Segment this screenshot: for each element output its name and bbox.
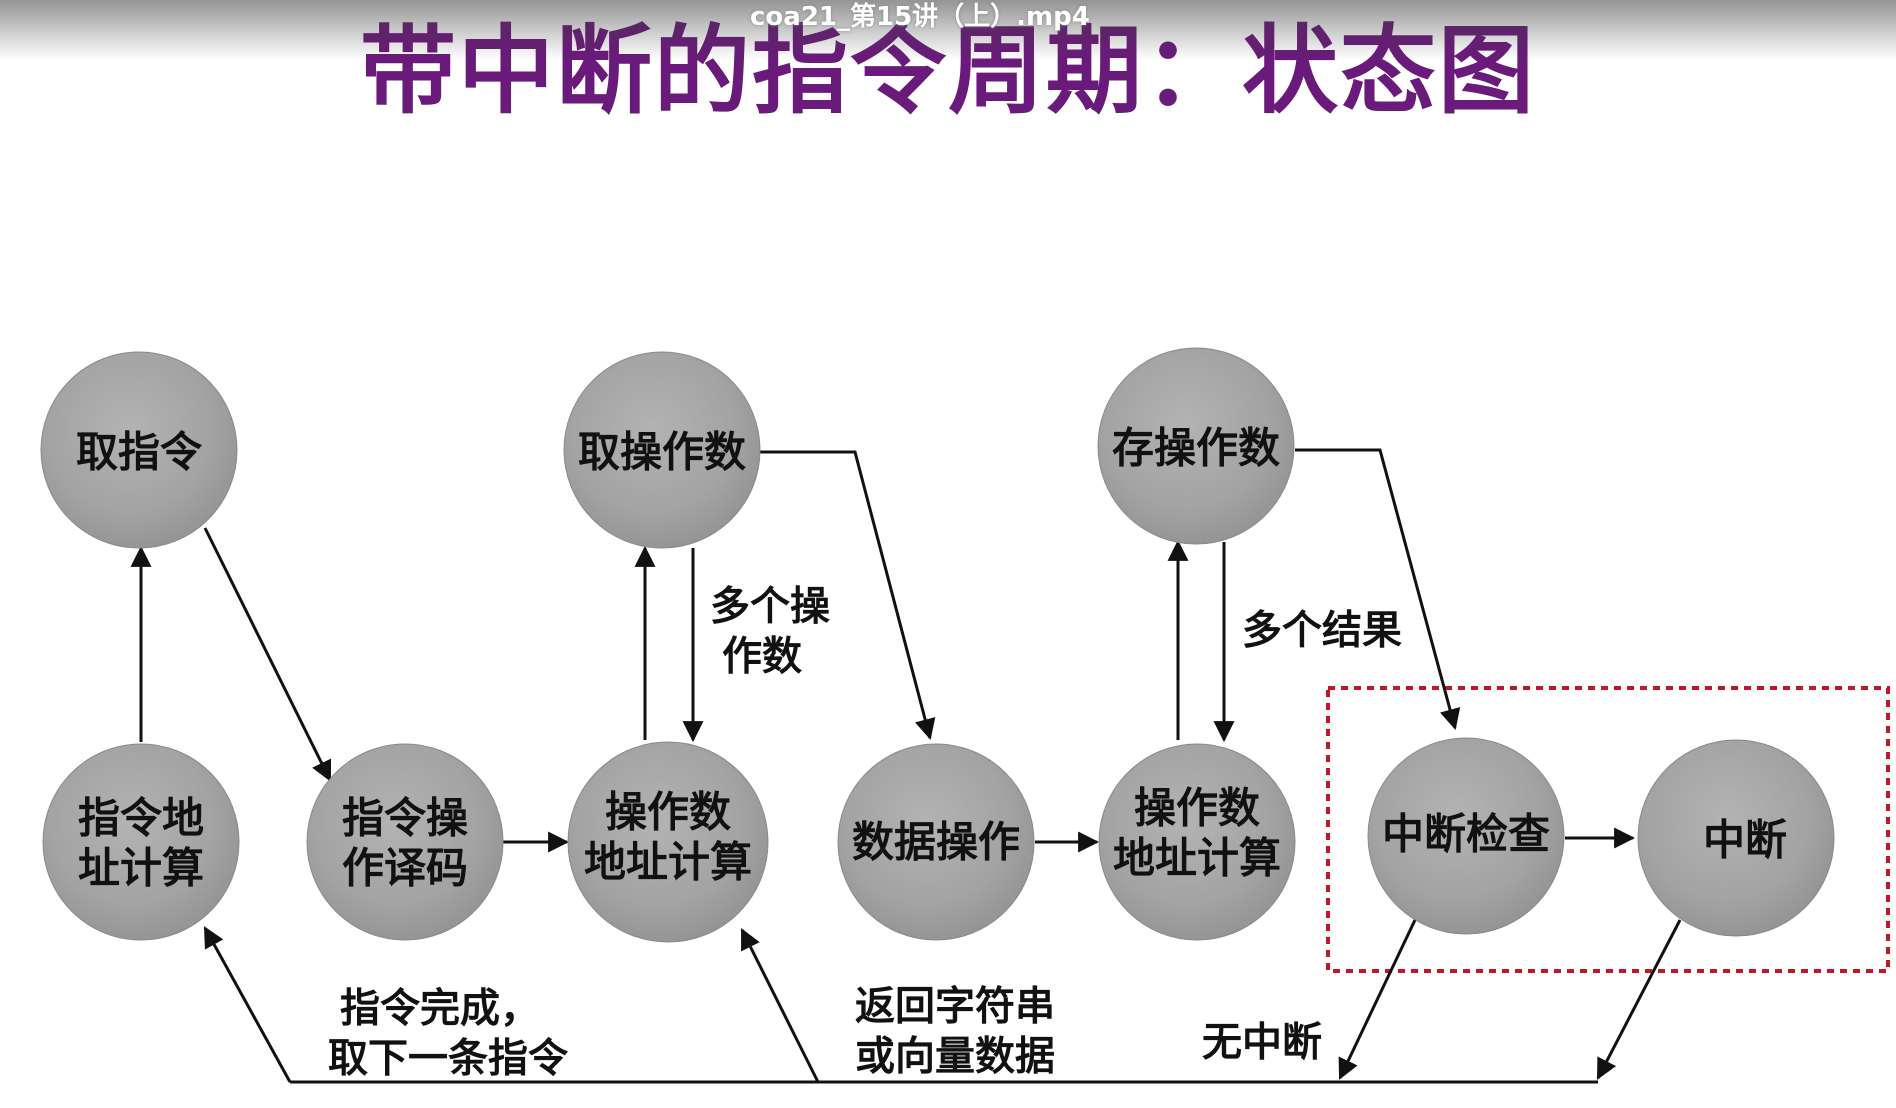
edge-fetch-operand-to-data-op	[760, 450, 936, 741]
edge-label-multiple-operands: 多个操 作数	[710, 583, 830, 680]
state-operand-address-calc-1: 操作数 地址计算	[567, 741, 769, 943]
edge-label: 多个结果	[1242, 607, 1402, 654]
edge-fetch-to-decode	[203, 527, 332, 782]
state-instruction-address-calc: 指令地 址计算	[42, 743, 240, 941]
node-label: 指令地	[78, 794, 204, 843]
edge-label-return-string-vector: 返回字符串 或向量数据	[855, 983, 1055, 1080]
node-label: 数据操作	[852, 818, 1020, 867]
node-label: 地址计算	[1113, 834, 1281, 883]
edge-vector-to-operand-addr	[740, 928, 820, 1083]
edges	[130, 448, 1682, 1084]
state-fetch-operand: 取操作数	[563, 351, 761, 549]
node-label: 操作数	[1134, 784, 1260, 833]
video-filename: coa21_第15讲（上）.mp4	[750, 2, 1090, 32]
interrupt-highlight-box	[1326, 686, 1890, 973]
state-fetch-instruction: 取指令	[40, 351, 238, 549]
edge-interrupt-return	[1596, 919, 1682, 1080]
edge-label: 无中断	[1202, 1019, 1322, 1066]
node-label: 地址计算	[584, 838, 752, 887]
edge-label: 返回字符串	[855, 983, 1055, 1030]
video-title-bar: coa21_第15讲（上）.mp4	[0, 0, 1896, 60]
node-label: 中断检查	[1382, 810, 1550, 859]
node-label: 取指令	[76, 428, 203, 477]
state-data-operation: 数据操作	[837, 743, 1035, 941]
edge-label: 多个操	[710, 583, 830, 630]
edge-no-interrupt	[1338, 919, 1417, 1080]
state-interrupt-check: 中断检查	[1367, 737, 1565, 935]
node-label: 作译码	[342, 844, 468, 893]
state-interrupt: 中断	[1637, 739, 1835, 937]
edge-complete-to-addr-calc	[203, 926, 292, 1083]
edge-label: 作数	[722, 633, 802, 680]
edge-label: 取下一条指令	[328, 1035, 569, 1082]
node-label: 指令操	[342, 794, 468, 843]
edge-label-no-interrupt: 无中断	[1202, 1019, 1322, 1066]
edge-store-to-interrupt-check	[1295, 448, 1461, 731]
node-label: 存操作数	[1112, 424, 1280, 473]
state-store-operand: 存操作数	[1097, 347, 1295, 545]
edge-label-instruction-complete: 指令完成， 取下一条指令	[328, 985, 569, 1082]
node-label: 操作数	[605, 788, 731, 837]
node-label: 取操作数	[578, 428, 746, 477]
state-operand-address-calc-2: 操作数 地址计算	[1098, 743, 1296, 941]
state-instruction-decode: 指令操 作译码	[306, 743, 504, 941]
node-label: 址计算	[78, 844, 204, 893]
edge-label-multiple-results: 多个结果	[1242, 607, 1402, 654]
edge-label: 指令完成，	[340, 985, 540, 1032]
edge-label: 或向量数据	[855, 1033, 1055, 1080]
node-label: 中断	[1703, 816, 1787, 865]
